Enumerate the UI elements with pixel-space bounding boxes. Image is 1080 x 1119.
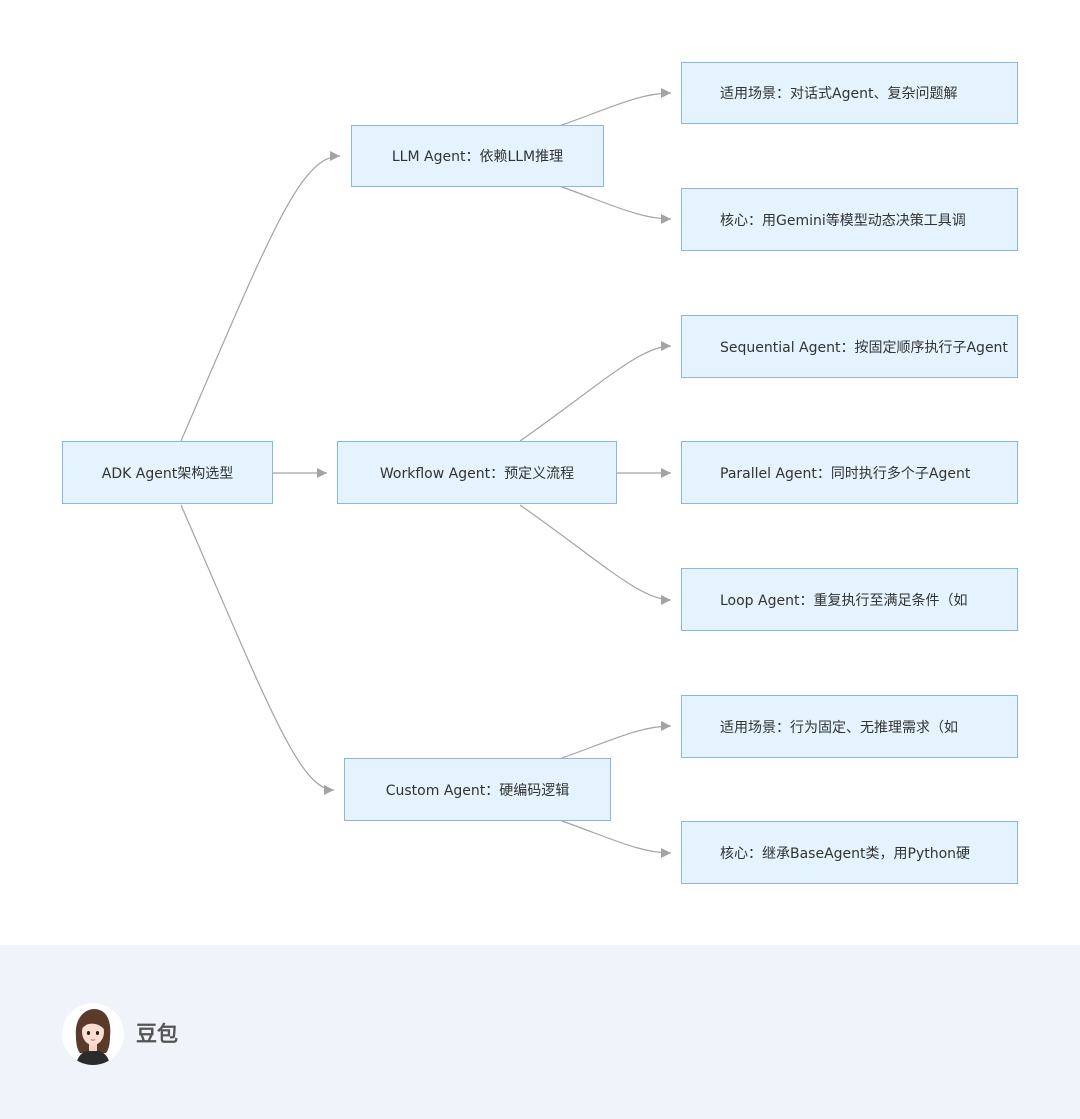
node-llm-core: 核心：用Gemini等模型动态决策工具调: [681, 188, 1018, 251]
brand-name: 豆包: [136, 1022, 178, 1046]
edge-llm-to-core: [561, 186, 672, 224]
edge-root-to-llm: [180, 151, 341, 442]
node-root: ADK Agent架构选型: [62, 441, 273, 504]
edge-workflow-to-loop: [519, 504, 672, 605]
doubao-avatar-icon[interactable]: [62, 1003, 124, 1065]
node-parallel-agent: Parallel Agent：同时执行多个子Agent: [681, 441, 1018, 504]
node-workflow-agent: Workflow Agent：预定义流程: [337, 441, 617, 504]
node-custom-agent: Custom Agent：硬编码逻辑: [344, 758, 611, 821]
node-loop-agent: Loop Agent：重复执行至满足条件（如: [681, 568, 1018, 631]
edge-workflow-to-sequential: [519, 341, 672, 442]
edge-custom-to-core: [561, 820, 672, 858]
edge-root-to-custom: [180, 504, 335, 795]
edge-llm-to-scenario: [561, 88, 672, 126]
node-custom-scenario: 适用场景：行为固定、无推理需求（如: [681, 695, 1018, 758]
diagram-edges: [180, 88, 672, 858]
edge-custom-to-scenario: [561, 721, 672, 759]
node-llm-scenario: 适用场景：对话式Agent、复杂问题解: [681, 62, 1018, 124]
node-llm-agent: LLM Agent：依赖LLM推理: [351, 125, 604, 187]
node-custom-core: 核心：继承BaseAgent类，用Python硬: [681, 821, 1018, 884]
footer-bar: [0, 945, 1080, 1119]
node-sequential-agent: Sequential Agent：按固定顺序执行子Agent: [681, 315, 1018, 378]
agent-architecture-diagram: ADK Agent架构选型 LLM Agent：依赖LLM推理 Workflow…: [62, 62, 1018, 884]
avatar-illustration: [62, 1003, 124, 1065]
